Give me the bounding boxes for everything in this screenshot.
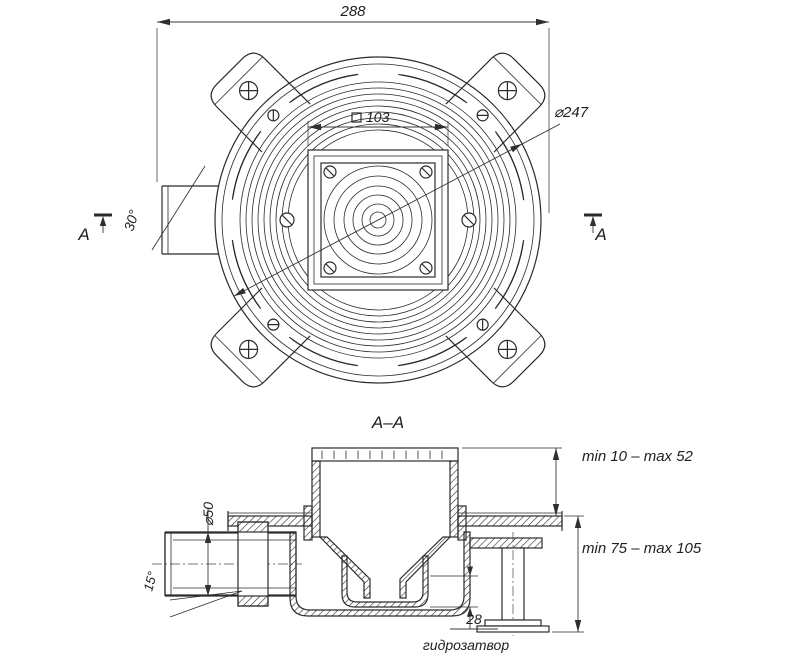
section-letter-right: A — [594, 225, 606, 244]
side-screw-right — [461, 212, 477, 228]
grate-screw-se — [419, 261, 433, 275]
dim-width-label: 288 — [339, 3, 366, 20]
dim-water-seal: 28 гидрозатвор — [423, 560, 509, 653]
dim-pipe-diameter: ⌀50 — [200, 502, 216, 596]
grate-screw-nw — [323, 165, 337, 179]
section-letter-left: A — [77, 225, 89, 244]
dim-height-total-label: min 75 – max 105 — [582, 540, 702, 557]
water-seal-name: гидрозатвор — [423, 637, 509, 653]
outlet-pipe-top — [151, 165, 219, 255]
grate-screw-ne — [419, 165, 433, 179]
section-marker-right: A — [584, 213, 607, 244]
grate-screw-sw — [323, 261, 337, 275]
mounting-tab-se — [445, 287, 546, 388]
dim-flange-diameter: ⌀247 — [233, 104, 589, 297]
dim-pipe-label: ⌀50 — [200, 502, 216, 526]
dim-height-total: min 75 – max 105 — [552, 515, 702, 633]
mounting-tab-ne — [445, 52, 546, 153]
mounting-tab-sw — [210, 287, 311, 388]
inner-funnel — [318, 536, 452, 599]
square-symbol — [351, 112, 362, 123]
pipe-tilt-annotation: 15° — [140, 570, 243, 618]
mounting-tab-nw — [210, 52, 311, 153]
section-marker-left: A — [77, 213, 112, 244]
pipe-angle-label: 30° — [121, 208, 143, 233]
dim-grate-square: 103 — [307, 109, 449, 146]
trap-body-shell — [289, 531, 471, 617]
section-title: A–A — [371, 413, 404, 432]
top-view: 288 103 ⌀247 30° A — [77, 3, 607, 388]
dim-overall-width: 288 — [156, 3, 550, 213]
flange-body — [214, 56, 542, 384]
dim-height-top-label: min 10 – max 52 — [582, 448, 694, 465]
side-screw-left — [279, 212, 295, 228]
grate-box-section — [303, 447, 467, 541]
floor-flange — [227, 511, 563, 531]
section-view: A–A — [140, 413, 701, 653]
dim-seal-label: 28 — [465, 611, 482, 627]
pipe-tilt-label: 15° — [140, 570, 160, 593]
adjustable-foot — [469, 532, 550, 636]
dim-diameter-label: ⌀247 — [554, 104, 589, 121]
water-seal-cup — [341, 555, 429, 608]
dim-height-top: min 10 – max 52 — [462, 447, 694, 516]
pipe-angle-annotation: 30° — [121, 208, 143, 233]
dim-square-label: 103 — [366, 109, 390, 125]
outlet-pipe-section — [152, 521, 302, 607]
